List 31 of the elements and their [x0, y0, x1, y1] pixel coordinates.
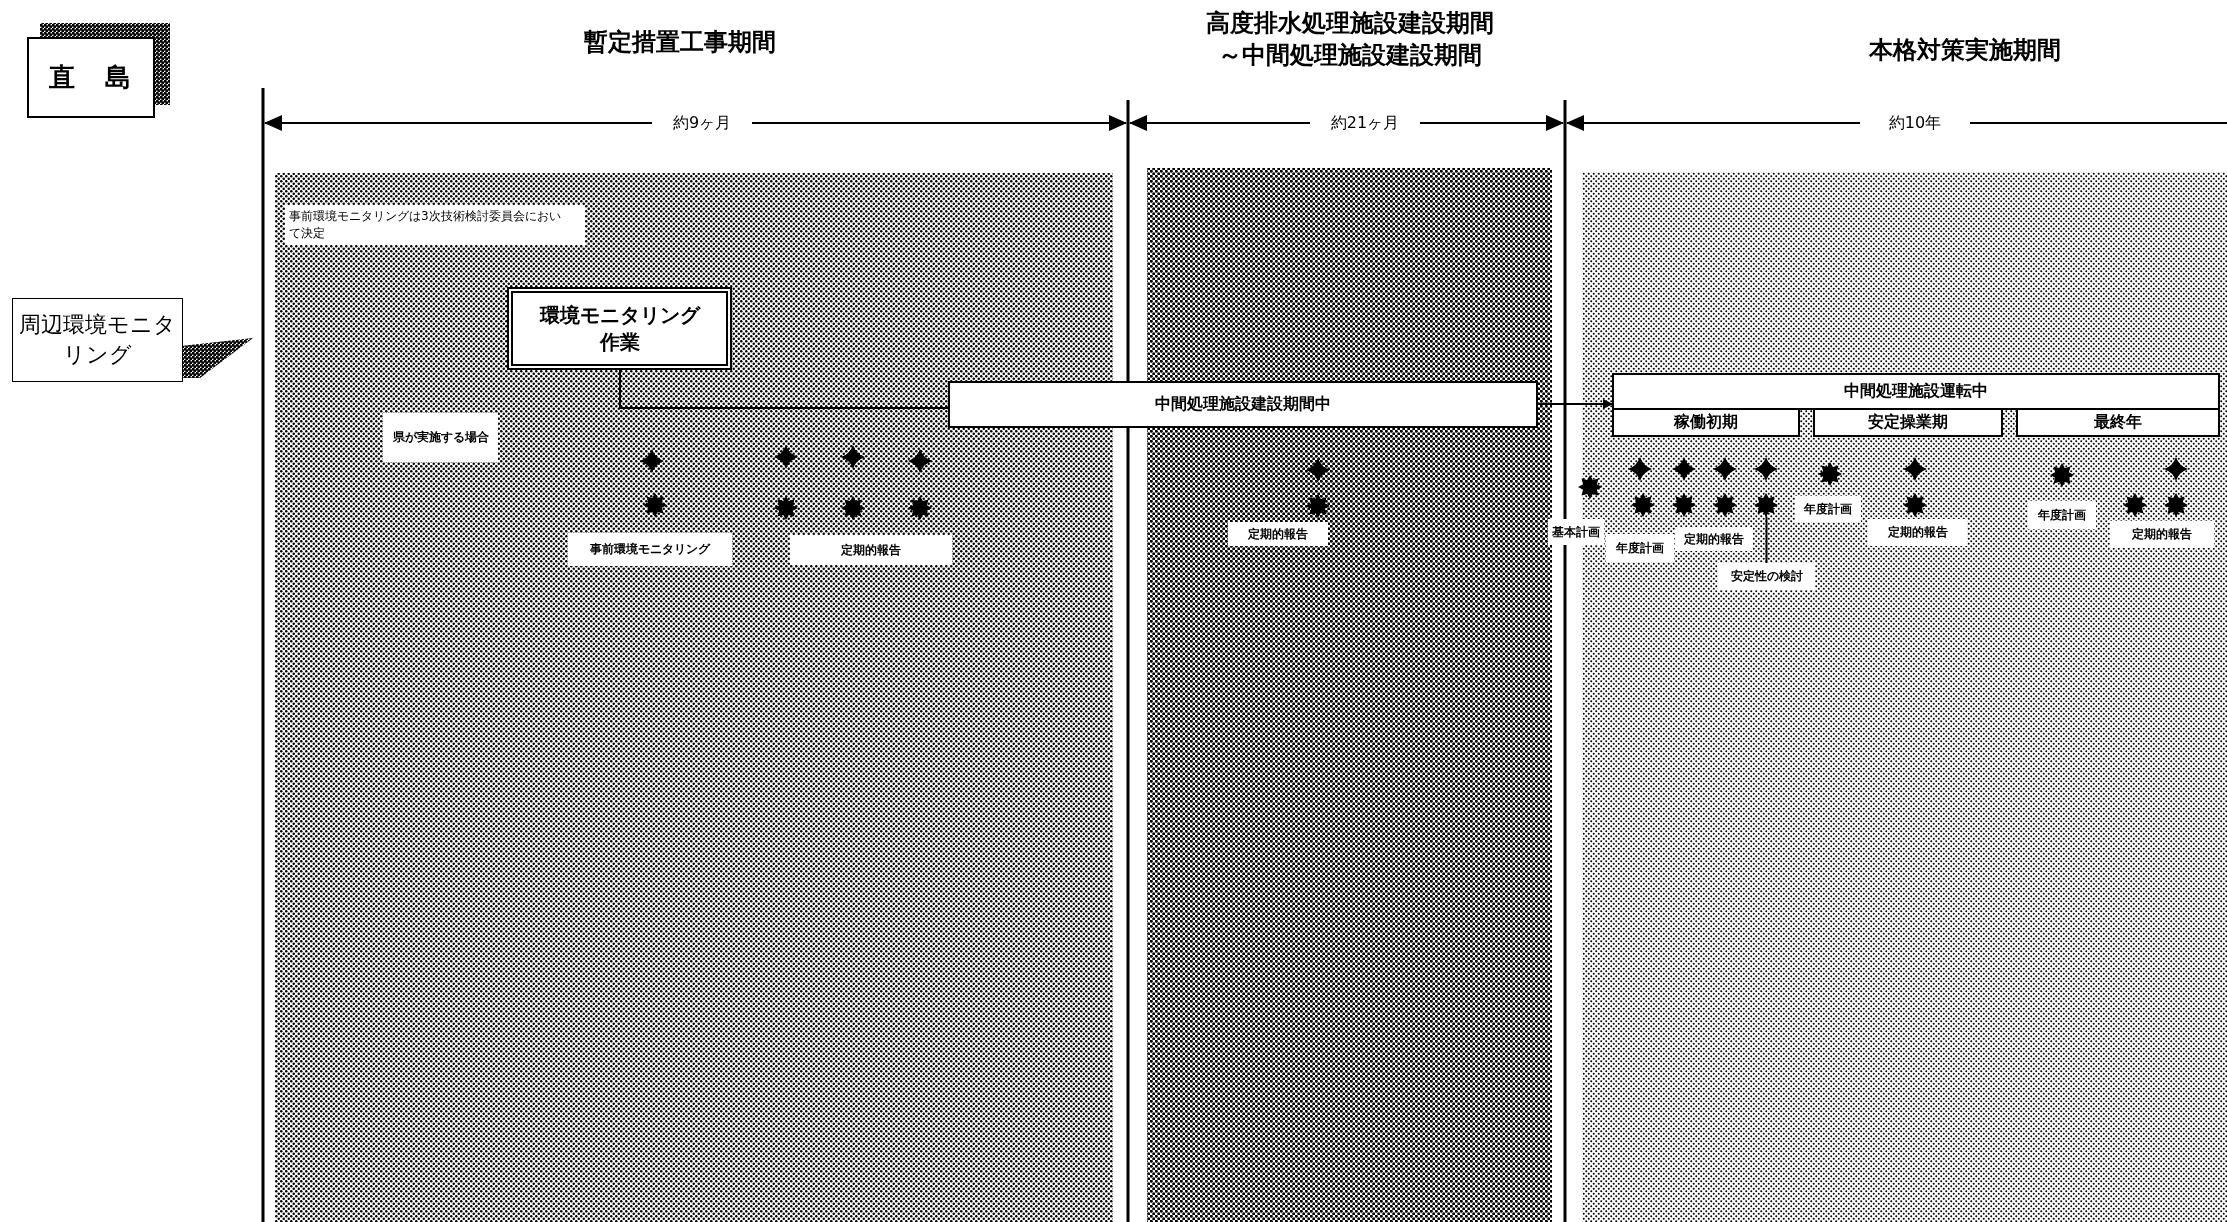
- duration-label: 約10年: [1887, 111, 1943, 134]
- connector-line: [1537, 399, 1613, 409]
- period-heading: 本格対策実施期間: [1868, 35, 2062, 66]
- duration-label: 約21ヶ月: [1329, 111, 1401, 134]
- event-label: 定期的報告: [790, 535, 952, 565]
- period-bar: 中間処理施設建設期間中: [948, 381, 1538, 428]
- connector-line: [619, 369, 949, 409]
- event-label: 年度計画: [1606, 534, 1674, 562]
- phase-box: 安定操業期: [1813, 408, 2003, 437]
- period-bar: 中間処理施設運転中: [1612, 373, 2220, 410]
- burst-icon: [1754, 493, 1778, 517]
- event-label: 定期的報告: [2110, 521, 2214, 548]
- leader-line: [1765, 516, 1768, 564]
- event-label: 定期的報告: [1228, 522, 1328, 546]
- period-heading: 高度排水処理施設建設期間～中間処理施設建設期間: [1205, 8, 1495, 71]
- note-text: 県が実施する場合: [383, 413, 498, 462]
- period-heading: 暫定措置工事期間: [583, 27, 777, 58]
- event-label: 事前環境モニタリング: [568, 533, 732, 566]
- event-label: 年度計画: [2028, 501, 2096, 529]
- event-label: 年度計画: [1795, 496, 1861, 522]
- duration-label: 約9ヶ月: [671, 111, 733, 134]
- process-box: 環境モニタリング作業: [507, 287, 732, 370]
- phase-box: 稼働初期: [1612, 408, 1800, 437]
- title-box: 直 島: [27, 37, 155, 118]
- event-label: 定期的報告: [1868, 519, 1967, 546]
- event-label: 定期的報告: [1675, 527, 1753, 551]
- note-text: 安定性の検討: [1718, 563, 1815, 590]
- section-label-box: 周辺環境モニタリング: [12, 298, 183, 382]
- phase-box: 最終年: [2016, 408, 2220, 437]
- event-label: 基本計画: [1548, 519, 1604, 545]
- note-text: 事前環境モニタリングは3次技術検討委員会において決定: [285, 205, 585, 245]
